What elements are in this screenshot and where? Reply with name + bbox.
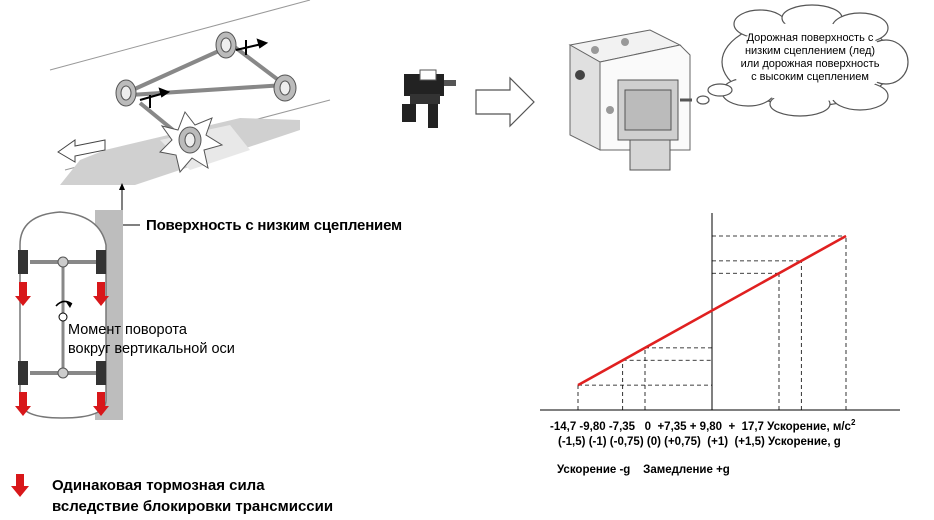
wheel-rear-right — [273, 74, 297, 102]
road-label: Поверхность с низким сцеплением — [146, 217, 402, 234]
force-arrow-front — [139, 87, 171, 108]
bottom-labels: Ускорение -g Замедление +g — [557, 464, 730, 476]
x-axis-label-sup: 2 — [850, 418, 856, 427]
x-ticks-g-row: (-1,5) (-1) (-0,75) (0) (+0,75) (+1) (+1… — [558, 436, 841, 448]
cloud-text-line: с высоким сцеплением — [751, 71, 869, 83]
x-tick-label: -9,80 — [579, 420, 606, 433]
abs-unit-icon — [568, 29, 692, 171]
x-axis-label-accel: Ускорение, м/с — [767, 420, 851, 433]
x-tick-label: (+1) — [707, 436, 729, 448]
brake-arrow-icon — [15, 282, 109, 416]
cloud-text-line: или дорожная поверхность — [740, 58, 880, 70]
moment-label-line2: вокруг вертикальной оси — [68, 341, 235, 357]
road-edge-top — [49, 0, 311, 71]
legend-arrow-icon — [11, 474, 29, 497]
x-ticks-accel-row: -14,7 -9,80 -7,35 0 +7,35 + 9,80 + 17,7 … — [550, 418, 855, 433]
moment-label-line1: Момент поворота — [68, 322, 187, 338]
wheel-front-left — [115, 79, 137, 107]
x-tick-label: -7,35 — [608, 420, 636, 433]
x-tick-label: +7,35 — [657, 420, 687, 433]
accel-neg-label: Ускорение -g — [557, 464, 631, 476]
cloud-text: Дорожная поверхность с низким сцеплением… — [740, 32, 880, 84]
force-arrow-rear — [235, 38, 269, 55]
x-tick-label: (+0,75) — [664, 436, 701, 448]
sensor-icon — [402, 69, 456, 128]
legend-label-line2: вследствие блокировки трансмиссии — [52, 498, 334, 515]
flow-arrow-icon — [475, 76, 535, 128]
x-tick-label: 0 — [644, 420, 652, 433]
x-tick-label: + 9,80 — [689, 420, 723, 433]
decel-pos-label: Замедление +g — [643, 464, 730, 476]
x-axis-label-g: Ускорение, g — [768, 436, 841, 448]
x-tick-label: (-0,75) — [609, 436, 644, 448]
cloud-text-line: низким сцеплением (лед) — [744, 45, 876, 57]
cloud-text-line: Дорожная поверхность с — [746, 32, 874, 44]
legend-label-line1: Одинаковая тормозная сила — [52, 477, 265, 494]
x-tick-label: -14,7 — [550, 420, 577, 433]
x-tick-label: (0) — [646, 436, 661, 448]
x-tick-label: + — [728, 420, 736, 433]
skidding-wheel — [158, 110, 224, 174]
x-tick-label: (-1,5) — [558, 436, 586, 448]
x-tick-label: 17,7 — [741, 420, 764, 433]
wheel-front-right — [215, 31, 237, 59]
direction-arrow-icon — [57, 139, 106, 163]
x-tick-label: (-1) — [588, 436, 607, 448]
x-tick-label: (+1,5) — [734, 436, 765, 448]
car-top-view — [15, 210, 123, 420]
